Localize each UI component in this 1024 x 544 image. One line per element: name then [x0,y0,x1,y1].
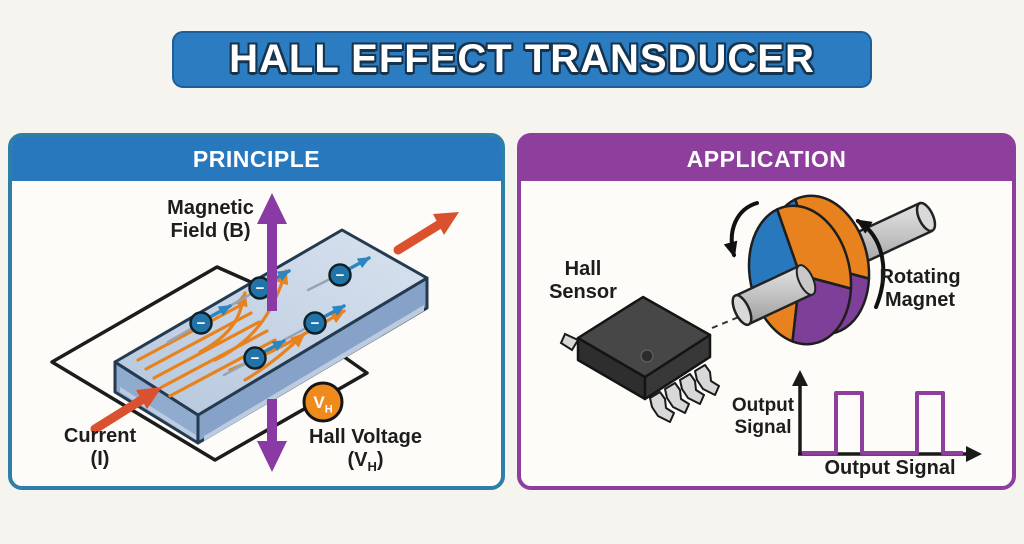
principle-header-label: PRINCIPLE [192,145,321,172]
output-signal-graph [792,370,982,462]
hall-sensor-label: Hall Sensor [549,258,617,304]
electron-icon [189,263,352,370]
current-label: Current (I) [63,425,137,471]
hall-voltage-meter-icon [302,381,344,423]
magnetic-field-arrow [257,193,287,472]
rotation-arrows [723,201,886,309]
output-signal-axis-label: Output Signal [731,395,795,439]
electron-sign: − [336,267,345,284]
electron-sign: − [197,315,206,332]
application-header-label: APPLICATION [686,145,847,172]
principle-panel-header: PRINCIPLE [12,137,501,181]
current-out-arrow [393,212,459,255]
principle-diagram: − − − − − [50,193,459,472]
hall-voltage-meter-label: VH [313,393,333,416]
application-panel: APPLICATION [517,133,1016,490]
hall-voltage-label: Hall Voltage (VH) [309,426,422,475]
title-banner: HALL EFFECT TRANSDUCER [172,31,872,88]
rotating-magnet-label: Rotating Magnet [879,266,961,312]
electrons: − − − − − [166,256,371,377]
current-in-arrow [90,387,162,434]
electron-sign: − [251,350,260,367]
magnetic-field-label: Magnetic Field (B) [167,197,254,243]
application-panel-header: APPLICATION [521,137,1012,181]
square-wave [802,391,963,455]
hall-sensor-chip-icon [559,295,720,423]
application-diagram [559,184,982,462]
electron-sign: − [311,315,320,332]
magnet-shaft-left [731,264,817,327]
circuit-wire [50,265,369,462]
output-signal-caption: Output Signal [824,457,956,479]
page-title: HALL EFFECT TRANSDUCER [229,37,815,81]
electron-sign: − [256,280,265,297]
